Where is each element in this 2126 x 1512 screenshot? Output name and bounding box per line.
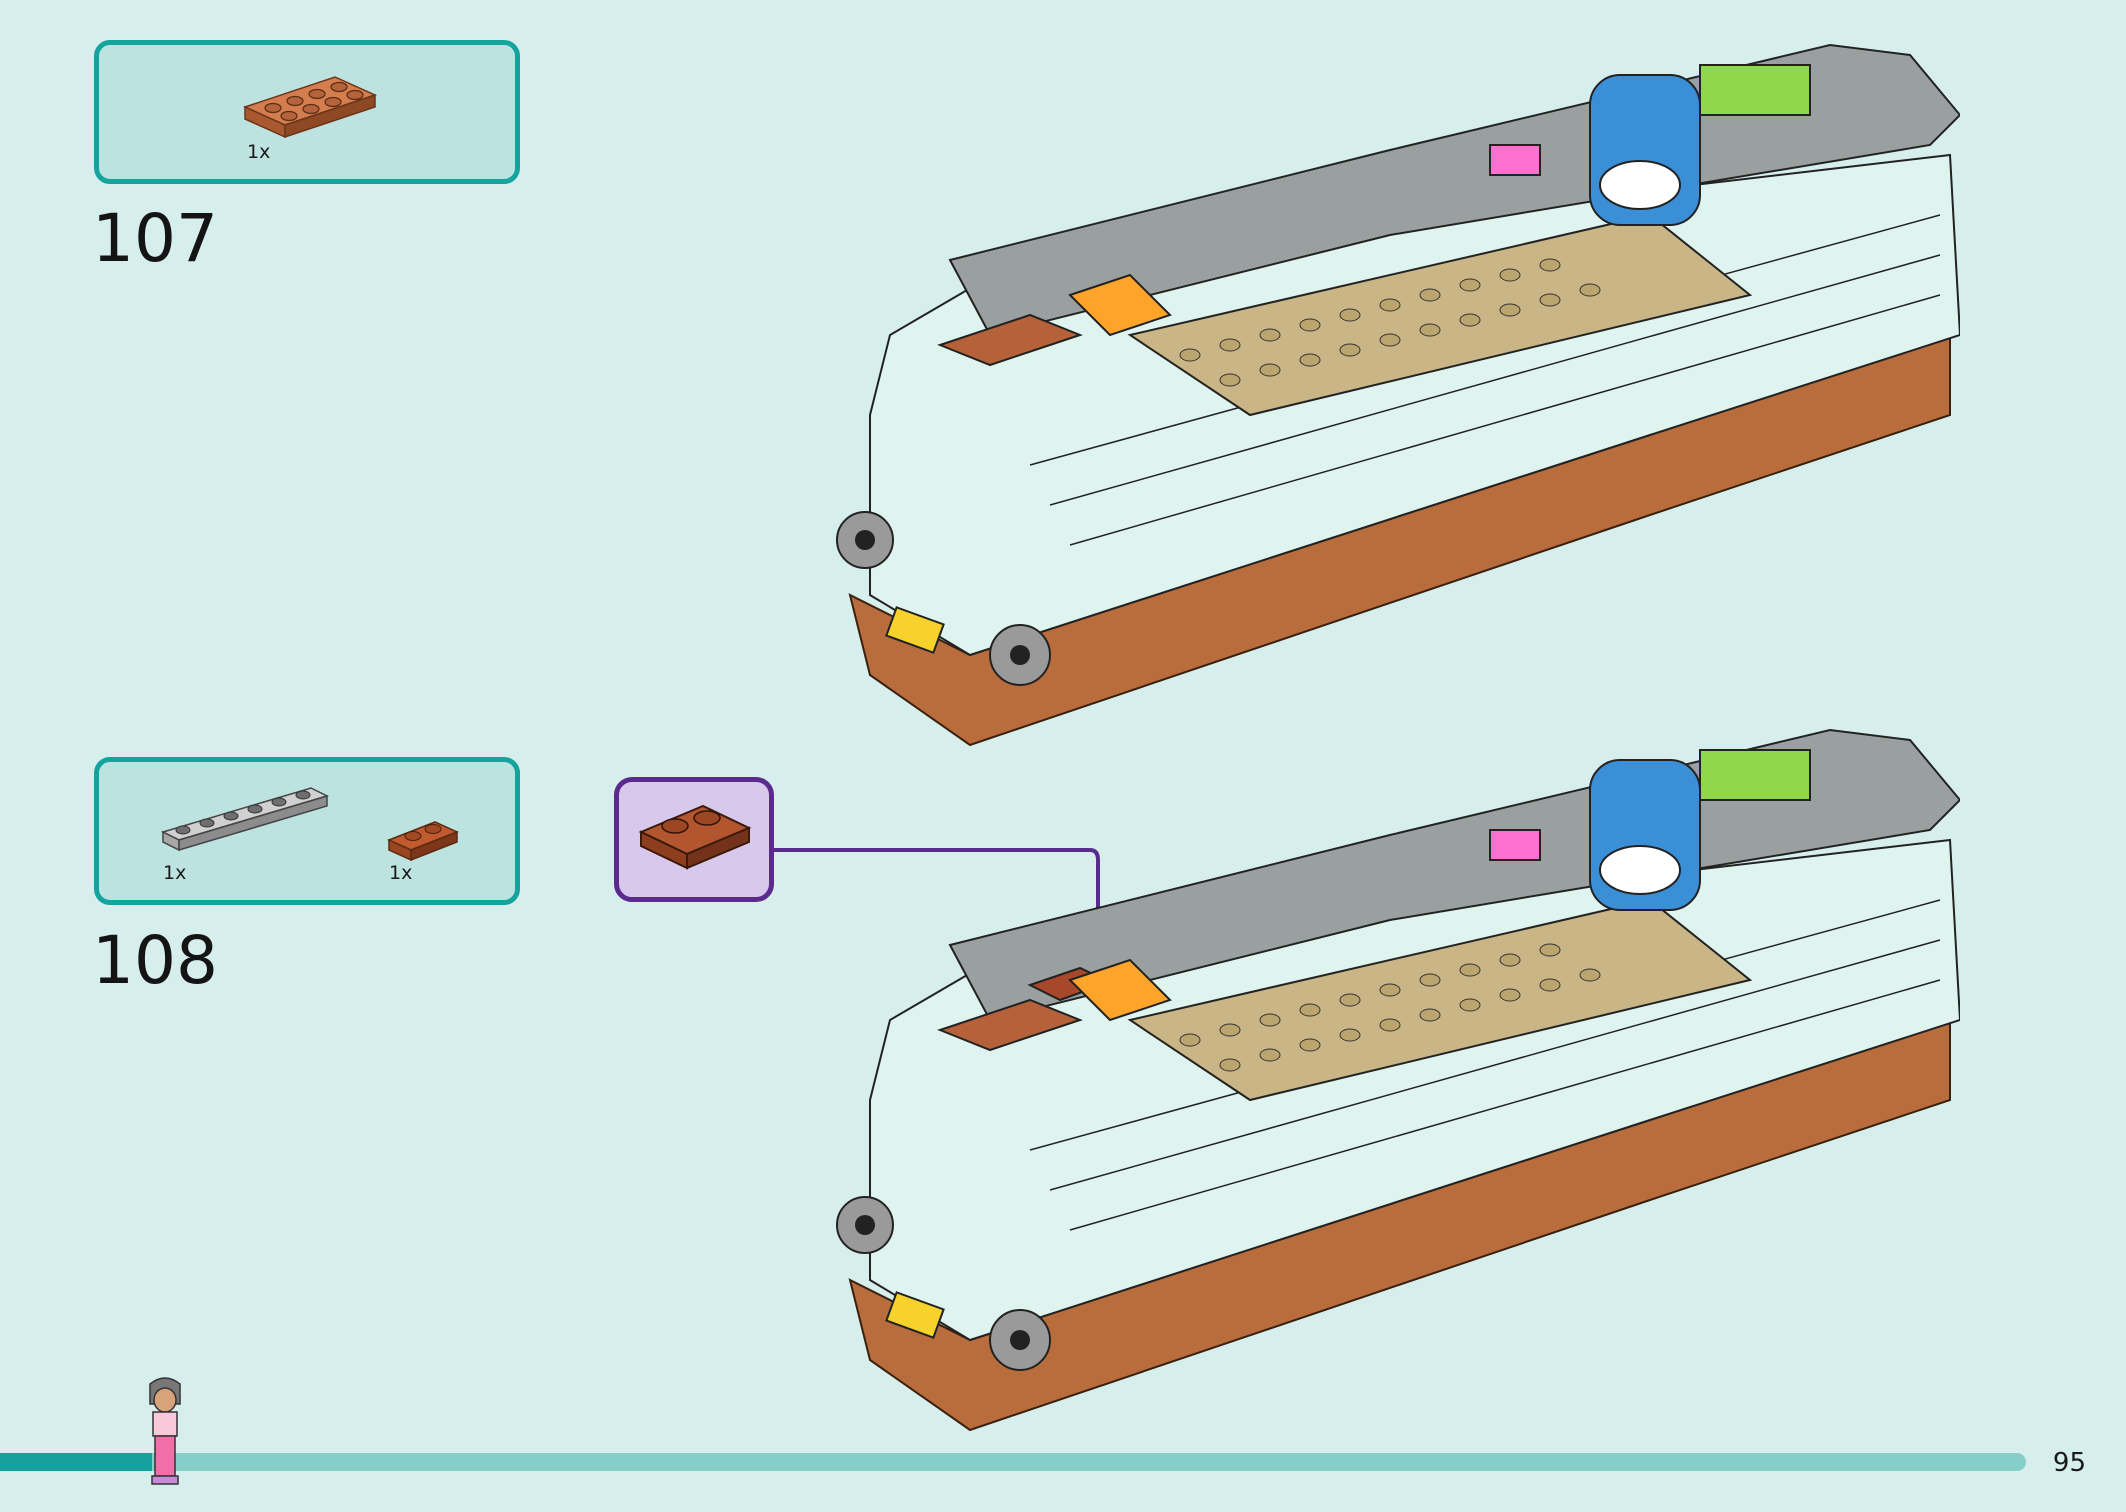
reddish-brown-plate-1x2-icon: [387, 821, 459, 862]
grey-plate-1x6-icon: [161, 787, 330, 852]
progress-bar: [0, 1453, 2026, 1471]
part-callout: [614, 777, 774, 902]
step-number: 107: [92, 200, 218, 277]
part-quantity: 1x: [247, 141, 271, 163]
step-107-parts-box: 1x: [94, 40, 520, 184]
brown-plate-2x4-icon: [243, 76, 378, 139]
progress-bar-fill: [0, 1453, 152, 1471]
step-number: 108: [92, 922, 218, 999]
page-number: 95: [2052, 1448, 2086, 1478]
camper-van-model-step-108: [836, 728, 1960, 1432]
part-quantity: 1x: [389, 862, 413, 884]
minifigure-icon: [149, 1377, 181, 1485]
step-108-parts-box: 1x 1x: [94, 757, 520, 905]
part-quantity: 1x: [163, 862, 187, 884]
camper-van-model-step-107: [836, 43, 1960, 747]
reddish-brown-plate-1x2-icon: [638, 804, 752, 870]
